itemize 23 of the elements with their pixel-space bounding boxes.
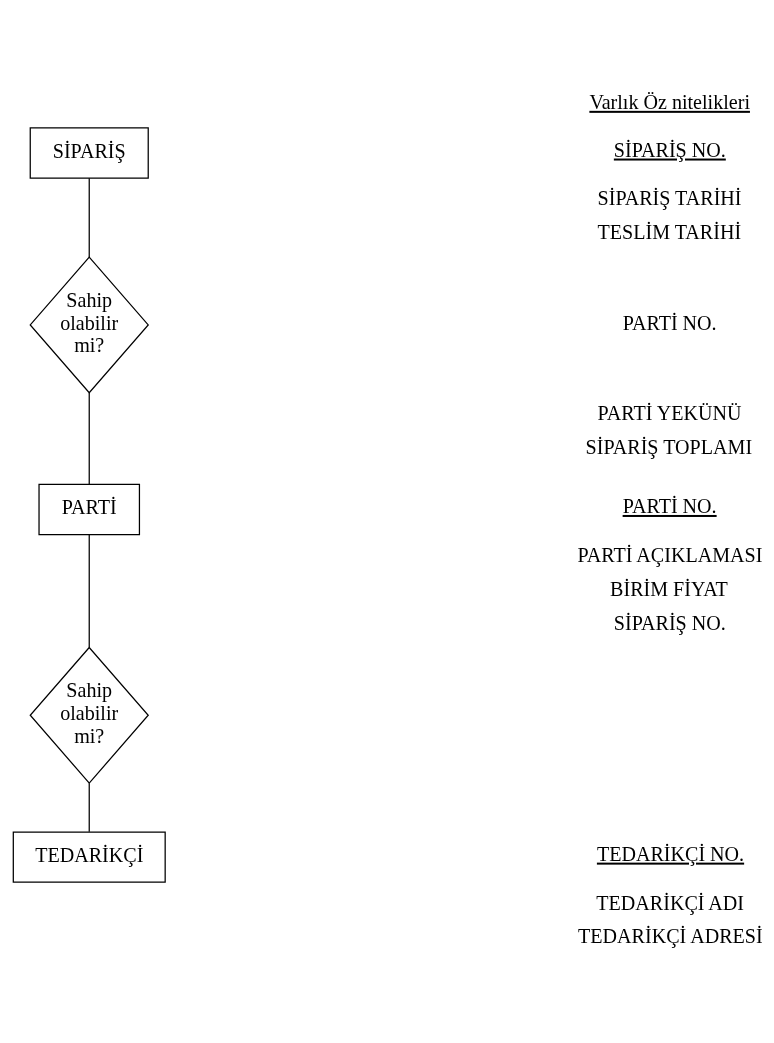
node-diamond: Sahip olabilir mi? — [29, 255, 150, 394]
label: TEDARİKÇİ ADI — [596, 891, 745, 914]
node-box: PARTİ — [38, 483, 141, 535]
label: TESLİM TARİHİ — [597, 220, 742, 243]
label: SİPARİŞ TARİHİ — [597, 186, 742, 209]
connector — [88, 391, 90, 485]
label: SİPARİŞ TOPLAMI — [585, 435, 753, 458]
node-diamond: Sahip olabilir mi? — [29, 646, 150, 784]
label: BİRİM FİYAT — [610, 577, 728, 600]
connector — [88, 533, 90, 648]
label: SİPARİŞ NO. — [613, 611, 726, 634]
label: PARTİ NO. — [622, 311, 717, 334]
node-box: SİPARİŞ — [29, 126, 149, 179]
label: PARTİ AÇIKLAMASI — [577, 543, 763, 566]
label: TEDARİKÇİ NO. — [596, 842, 745, 865]
label: PARTİ YEKÜNÜ — [597, 401, 742, 424]
connector — [88, 177, 90, 258]
node-box: TEDARİKÇİ — [12, 830, 166, 883]
label: PARTİ NO. — [622, 494, 717, 517]
connector — [88, 782, 90, 832]
label: Varlık Öz nitelikleri — [589, 90, 750, 113]
label: SİPARİŞ NO. — [613, 138, 726, 161]
label: TEDARİKÇİ ADRESİ — [578, 924, 763, 947]
